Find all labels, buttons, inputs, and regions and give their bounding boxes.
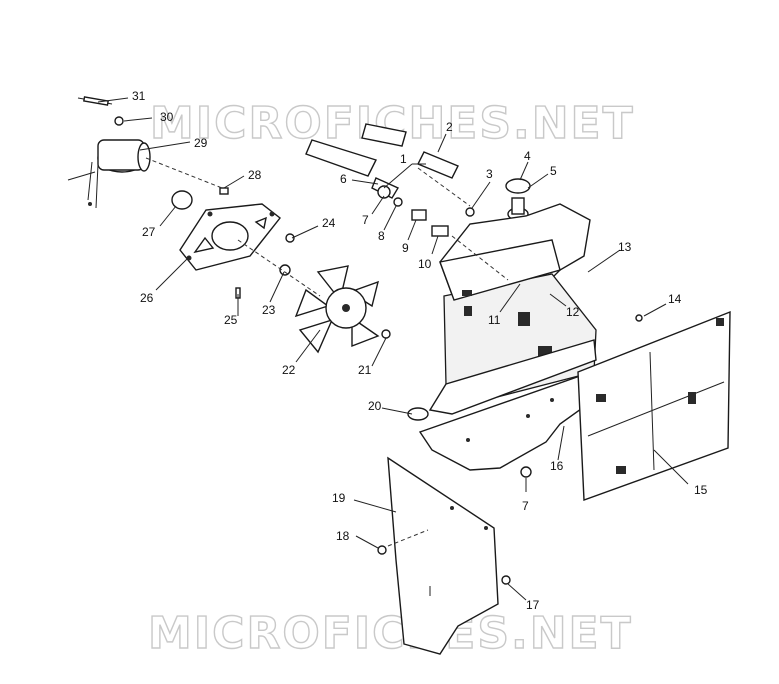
callout-29: 29 (194, 136, 208, 150)
callout-7-top: 7 (362, 213, 369, 227)
callout-labels: 31 30 29 28 27 24 26 25 23 22 21 2 1 6 3… (132, 89, 708, 612)
callout-19: 19 (332, 491, 346, 505)
callout-15: 15 (694, 483, 708, 497)
callout-11: 11 (488, 313, 501, 327)
fan-blade (235, 233, 391, 354)
callout-1: 1 (400, 152, 407, 166)
callout-9: 9 (402, 241, 409, 255)
side-panel (377, 456, 511, 655)
callout-7-middle: 7 (522, 499, 529, 513)
callout-24: 24 (322, 216, 336, 230)
callout-20: 20 (368, 399, 382, 413)
watermark-top: MICROFICHES.NET (150, 98, 635, 149)
radiator-screen (577, 310, 731, 501)
callout-3: 3 (486, 167, 493, 181)
leader-lines (97, 97, 689, 601)
callout-8: 8 (378, 229, 385, 243)
callout-5: 5 (550, 164, 557, 178)
callout-14: 14 (668, 292, 682, 306)
radiator (428, 203, 597, 415)
fan-shroud-plate (171, 187, 281, 271)
callout-31: 31 (132, 89, 146, 103)
callout-17: 17 (526, 598, 540, 612)
watermark-bottom: MICROFICHES.NET (148, 608, 633, 659)
callout-18: 18 (336, 529, 350, 543)
callout-12: 12 (566, 305, 580, 319)
callout-28: 28 (248, 168, 262, 182)
callout-13: 13 (618, 240, 632, 254)
callout-26: 26 (140, 291, 154, 305)
callout-25: 25 (224, 313, 238, 327)
callout-2: 2 (446, 120, 453, 134)
callout-22: 22 (282, 363, 296, 377)
callout-10: 10 (418, 257, 432, 271)
callout-27: 27 (142, 225, 156, 239)
callout-23: 23 (262, 303, 276, 317)
fan-motor (67, 96, 151, 209)
callout-21: 21 (358, 363, 372, 377)
callout-16: 16 (550, 459, 564, 473)
callout-6: 6 (340, 172, 347, 186)
assembly-lines (145, 157, 509, 297)
callout-30: 30 (160, 110, 174, 124)
callout-4: 4 (524, 149, 531, 163)
